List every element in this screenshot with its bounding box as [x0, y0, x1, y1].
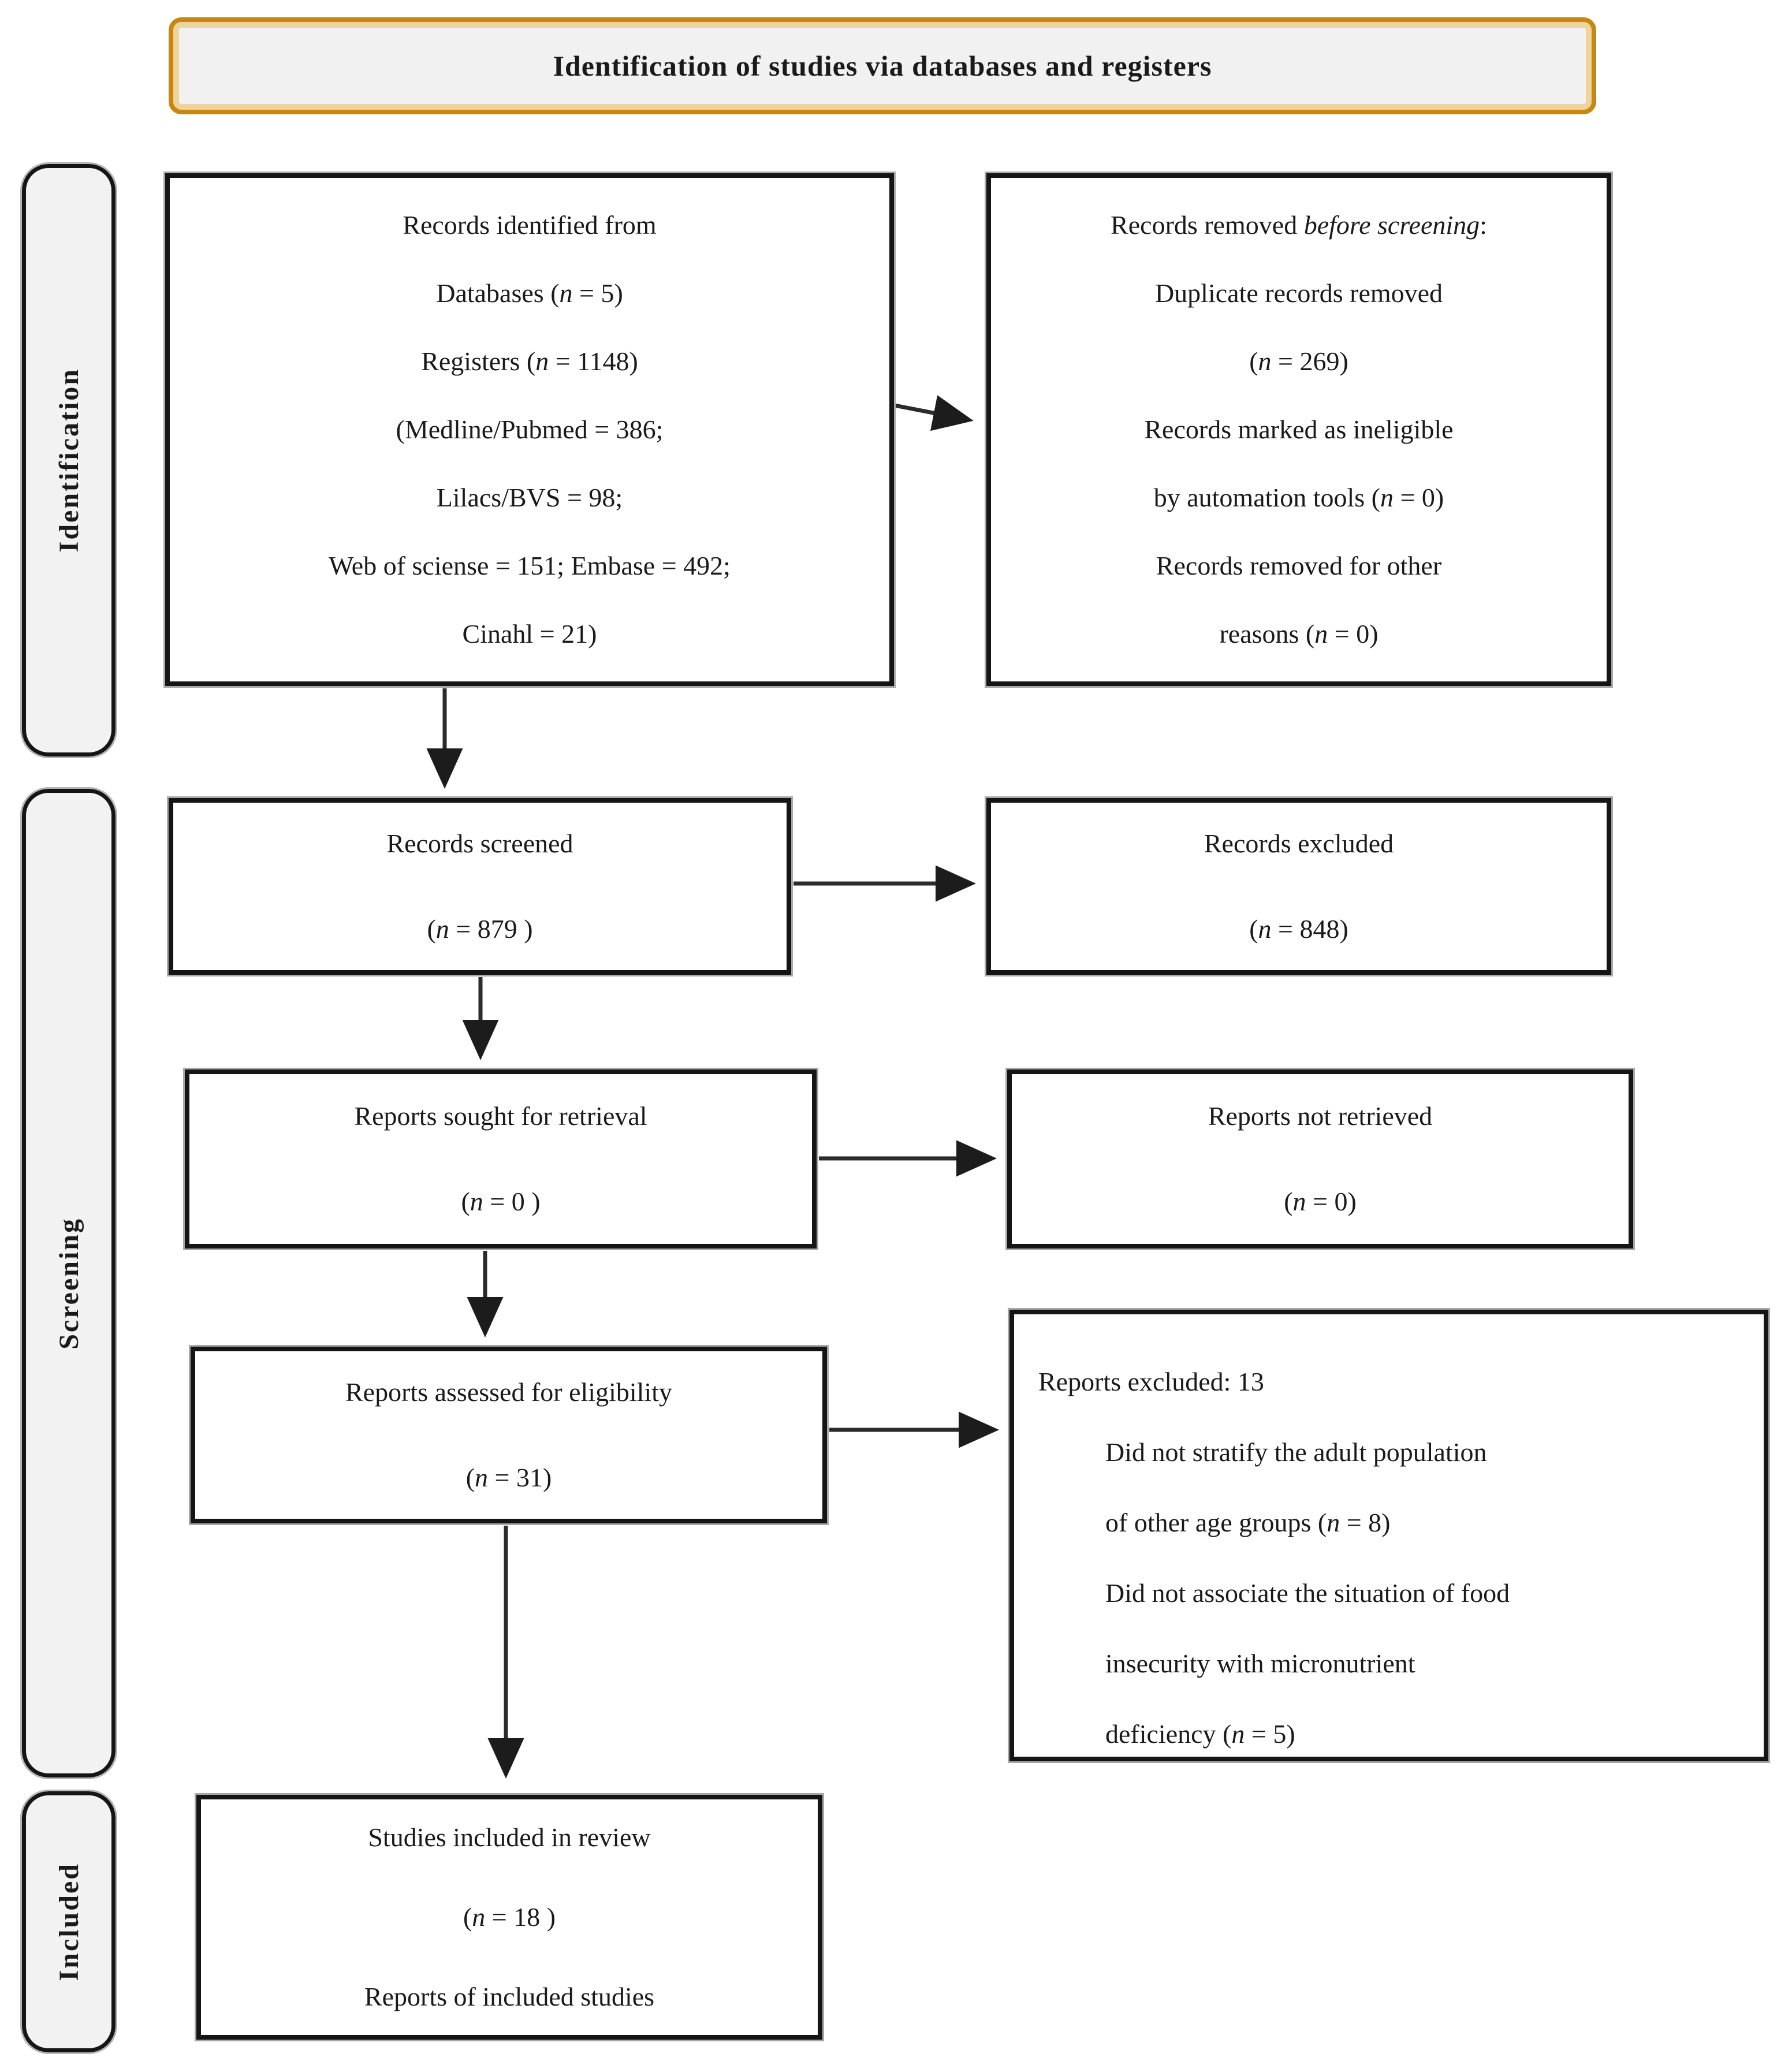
box-records-removed-before-screening: Records removed before screening: Duplica…: [985, 172, 1613, 688]
box-text-line: Records identified from: [403, 210, 657, 240]
stage-label-screening: Screening: [53, 1217, 84, 1350]
box-text-line: Registers (n = 1148): [421, 346, 638, 376]
box-text-line: of other age groups (n = 8): [1105, 1508, 1391, 1537]
box-reports-sought-for-retrieval: Reports sought for retrieval (n = 0 ): [183, 1068, 818, 1250]
box-text-line: by automation tools (n = 0): [1153, 483, 1444, 512]
box-text-line: (n = 18 ): [463, 1902, 556, 1932]
stage-label-included: Included: [53, 1862, 84, 1981]
stage-bar-included: Included: [20, 1790, 117, 2054]
box-text-line: Cinahl = 21): [462, 619, 597, 649]
box-text-line: (n = 269): [1249, 346, 1348, 376]
box-reports-assessed-for-eligibility: Reports assessed for eligibility (n = 31): [189, 1345, 829, 1525]
box-text-line: deficiency (n = 5): [1105, 1719, 1295, 1749]
stage-bar-screening: Screening: [20, 787, 117, 1779]
box-text-line: Did not associate the situation of food: [1105, 1578, 1510, 1608]
box-records-screened: Records screened (n = 879 ): [167, 796, 793, 977]
box-text-line: (n = 848): [1249, 914, 1348, 944]
box-text-line: (n = 879 ): [427, 914, 533, 944]
box-text-line: Web of sciense = 151; Embase = 492;: [329, 551, 731, 580]
box-text-line: Reports assessed for eligibility: [345, 1377, 672, 1407]
box-text-line: Records removed before screening:: [1111, 210, 1487, 240]
box-text-line: Records removed for other: [1156, 551, 1442, 580]
box-text-line: Reports not retrieved: [1208, 1101, 1433, 1131]
stage-bar-identification: Identification: [20, 162, 117, 758]
box-text-line: Reports sought for retrieval: [354, 1101, 647, 1131]
box-records-excluded: Records excluded (n = 848): [985, 796, 1613, 977]
box-text-line: (n = 31): [465, 1463, 552, 1492]
box-reports-not-retrieved: Reports not retrieved (n = 0): [1005, 1068, 1635, 1250]
box-text-line: insecurity with micronutrient: [1105, 1649, 1415, 1678]
box-text-line: Duplicate records removed: [1154, 278, 1443, 308]
box-text-line: Did not stratify the adult population: [1105, 1437, 1487, 1467]
box-text-line: Records marked as ineligible: [1144, 415, 1454, 444]
box-text-line: (n = 0 ): [461, 1187, 541, 1216]
box-text-line: Reports excluded: 13: [1038, 1367, 1264, 1396]
box-text-line: reasons (n = 0): [1219, 619, 1379, 649]
box-text-line: (Medline/Pubmed = 386;: [396, 415, 664, 444]
diagram-title: Identification of studies via databases …: [553, 50, 1212, 82]
diagram-title-banner: Identification of studies via databases …: [169, 17, 1596, 114]
box-text-line: Records excluded: [1204, 829, 1394, 858]
box-text-line: Databases (n = 5): [436, 278, 623, 308]
box-studies-included-in-review: Studies included in review (n = 18 ) Repor…: [195, 1793, 824, 2041]
box-text-line: Reports of included studies: [364, 1982, 655, 2011]
box-reports-excluded-reasons: Reports excluded: 13 Did not stratify the…: [1008, 1308, 1770, 1763]
box-text-line: Studies included in review: [368, 1823, 651, 1852]
box-text-line: (n = 0): [1284, 1187, 1357, 1216]
stage-label-identification: Identification: [53, 368, 84, 553]
box-text-line: Lilacs/BVS = 98;: [436, 483, 623, 512]
box-text-line: Records screened: [386, 829, 573, 858]
